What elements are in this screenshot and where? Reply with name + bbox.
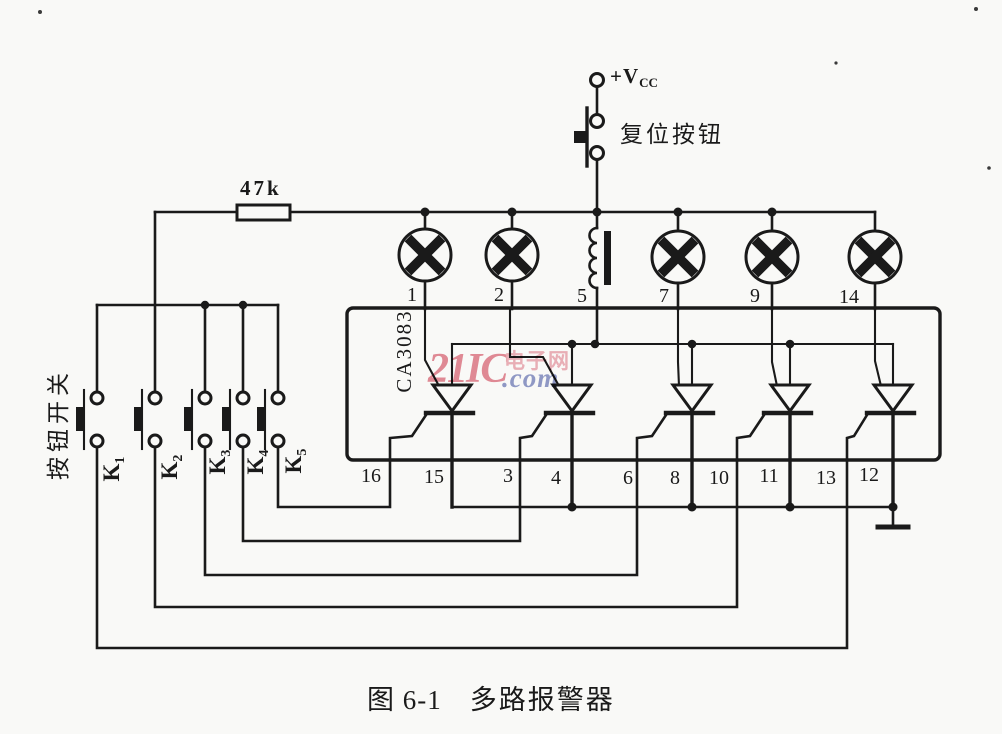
- pin-label-13: 13: [816, 467, 836, 489]
- k2-text: K: [157, 461, 182, 480]
- lamp-9-icon: [744, 210, 800, 311]
- lamp-14-icon: [847, 210, 903, 311]
- pin-label-10: 10: [709, 467, 729, 489]
- transistor-2-symbol: [518, 383, 596, 509]
- pin-label-5: 5: [577, 285, 587, 307]
- ic-part-label: CA3083: [392, 309, 416, 393]
- transistor-1-symbol: [388, 383, 476, 509]
- k5-text: K: [281, 455, 306, 474]
- switch-label-k2: K2: [157, 445, 186, 489]
- pushbutton-switch-5-icon: [257, 388, 286, 451]
- transistor-3-symbol: [635, 383, 716, 509]
- pin-label-8: 8: [670, 467, 680, 489]
- pin-label-6: 6: [623, 467, 633, 489]
- pin-label-3: 3: [503, 465, 513, 487]
- pin-label-15: 15: [424, 466, 444, 488]
- alarm-coil-icon: [588, 210, 611, 346]
- switch-group-label: 按钮开关: [46, 368, 71, 480]
- pin-label-16: 16: [361, 465, 381, 487]
- pushbutton-switch-3-icon: [184, 388, 213, 451]
- pin-label-1: 1: [407, 284, 417, 306]
- resistor-symbol: [235, 203, 292, 222]
- pin-label-4: 4: [551, 467, 561, 489]
- switch-return-wires: [95, 445, 849, 650]
- lamp-feed-wires: [423, 307, 883, 388]
- ground-symbol: [875, 505, 911, 530]
- pin-label-12: 12: [859, 464, 879, 486]
- k1-text: K: [99, 463, 124, 482]
- k2-subscript: 2: [171, 454, 186, 462]
- pin-label-11: 11: [759, 465, 779, 487]
- vcc-label: +VCC: [610, 64, 658, 90]
- k3-subscript: 3: [219, 449, 234, 457]
- figure-title: 多路报警器: [469, 685, 615, 715]
- switch-bus-wire: [95, 300, 280, 394]
- pin-label-14: 14: [839, 286, 859, 308]
- vcc-subscript: CC: [639, 75, 658, 90]
- transistor-4-symbol: [735, 383, 814, 509]
- lamp-2-icon: [484, 210, 540, 311]
- pushbutton-switch-4-icon: [222, 388, 251, 451]
- switch-label-k4: K4: [243, 440, 272, 484]
- pushbutton-switch-1-icon: [76, 388, 105, 451]
- pin-label-7: 7: [659, 285, 669, 307]
- pushbutton-switch-2-icon: [134, 388, 163, 451]
- reset-button-icon: [574, 106, 605, 168]
- ic-outline: [345, 306, 942, 462]
- reset-button-label: 复位按钮: [620, 122, 724, 147]
- k3-text: K: [205, 456, 230, 475]
- lamp-1-icon: [397, 210, 453, 311]
- vcc-terminal-icon: [589, 72, 605, 88]
- scan-specks: [38, 7, 991, 170]
- pin-label-2: 2: [494, 284, 504, 306]
- ground-rail-wire: [450, 502, 898, 512]
- resistor-value: 47k: [240, 176, 282, 200]
- lamp-7-icon: [650, 210, 706, 311]
- k1-subscript: 1: [113, 456, 128, 464]
- transistor-5-symbol: [845, 383, 917, 509]
- switch-label-k5: K5: [281, 439, 310, 483]
- figure-number: 图 6-1: [367, 685, 442, 715]
- k4-subscript: 4: [257, 449, 272, 457]
- k5-subscript: 5: [295, 448, 310, 456]
- switch-label-k3: K3: [205, 440, 234, 484]
- figure-caption: 图 6-1 多路报警器: [367, 687, 615, 714]
- vcc-text: +V: [610, 64, 640, 88]
- collector-rail-wire: [450, 339, 895, 387]
- switch-label-k1: K1: [99, 447, 128, 491]
- pin-label-9: 9: [750, 285, 760, 307]
- k4-text: K: [243, 456, 268, 475]
